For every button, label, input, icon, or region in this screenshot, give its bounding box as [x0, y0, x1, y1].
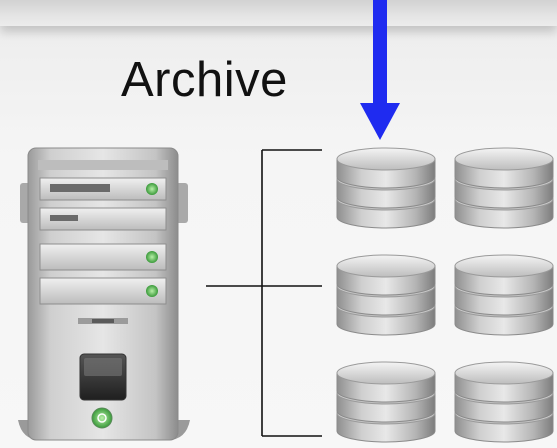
arrow-icon — [360, 0, 400, 140]
top-panel — [0, 0, 557, 26]
database-stack-icon — [336, 361, 436, 443]
database-stack-icon — [336, 147, 436, 229]
database-stack-icon — [454, 254, 554, 336]
archive-title: Archive — [121, 53, 288, 107]
database-stack-icon — [336, 254, 436, 336]
database-stack-icon — [454, 147, 554, 229]
connector-lines — [206, 149, 322, 437]
disk-stack-grid — [336, 147, 554, 443]
server-icon — [18, 147, 190, 441]
database-stack-icon — [454, 361, 554, 443]
